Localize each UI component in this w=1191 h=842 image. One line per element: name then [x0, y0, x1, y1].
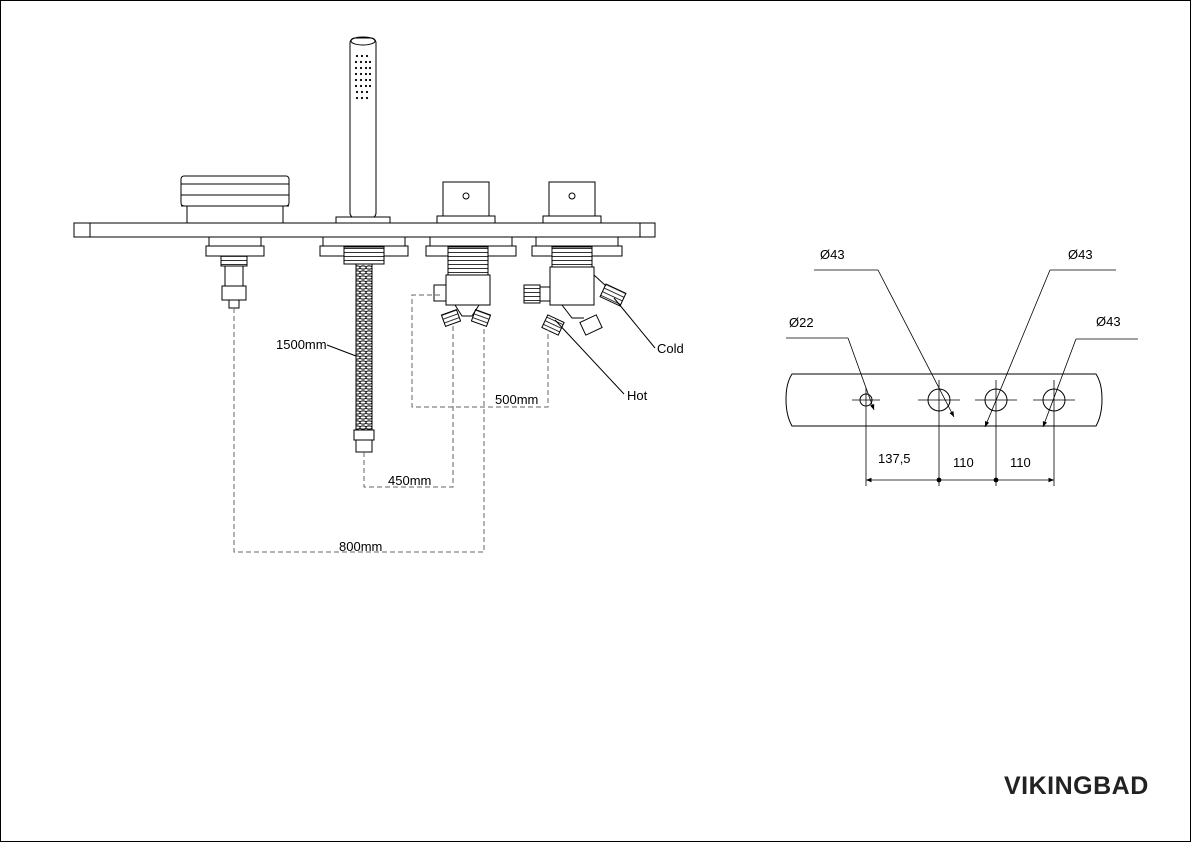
deck-plate — [73, 222, 656, 238]
spout — [180, 175, 290, 223]
dist-3-label: 110 — [1010, 455, 1031, 470]
handle-left — [436, 181, 496, 224]
dist-2-label: 110 — [953, 455, 974, 470]
dimension-chain — [866, 477, 1054, 483]
valve-left — [425, 236, 517, 328]
dimension-lines — [233, 294, 549, 553]
d43-label-2: Ø43 — [1068, 247, 1093, 262]
dim-450-label: 450mm — [388, 473, 431, 488]
handle-right — [542, 181, 602, 224]
hose-length-label: 1500mm — [276, 337, 327, 352]
shower-nozzles — [354, 54, 372, 100]
cold-label: Cold — [657, 341, 684, 356]
diameter-leaders — [786, 269, 1138, 428]
brand-logo: VIKINGBAD — [1004, 772, 1149, 800]
d43-label-1: Ø43 — [820, 247, 845, 262]
valve-right — [523, 236, 627, 336]
hand-shower — [335, 36, 391, 224]
leader-lines — [326, 297, 656, 395]
dim-500-label: 500mm — [495, 392, 538, 407]
dim-800-label: 800mm — [339, 539, 382, 554]
hole-plan — [785, 269, 1138, 486]
hose-assembly — [319, 236, 409, 453]
d22-label: Ø22 — [789, 315, 814, 330]
spout-connector — [205, 236, 265, 309]
hot-label: Hot — [627, 388, 648, 403]
front-view — [73, 36, 656, 553]
dist-1-label: 137,5 — [878, 451, 911, 466]
d43-label-3: Ø43 — [1096, 314, 1121, 329]
